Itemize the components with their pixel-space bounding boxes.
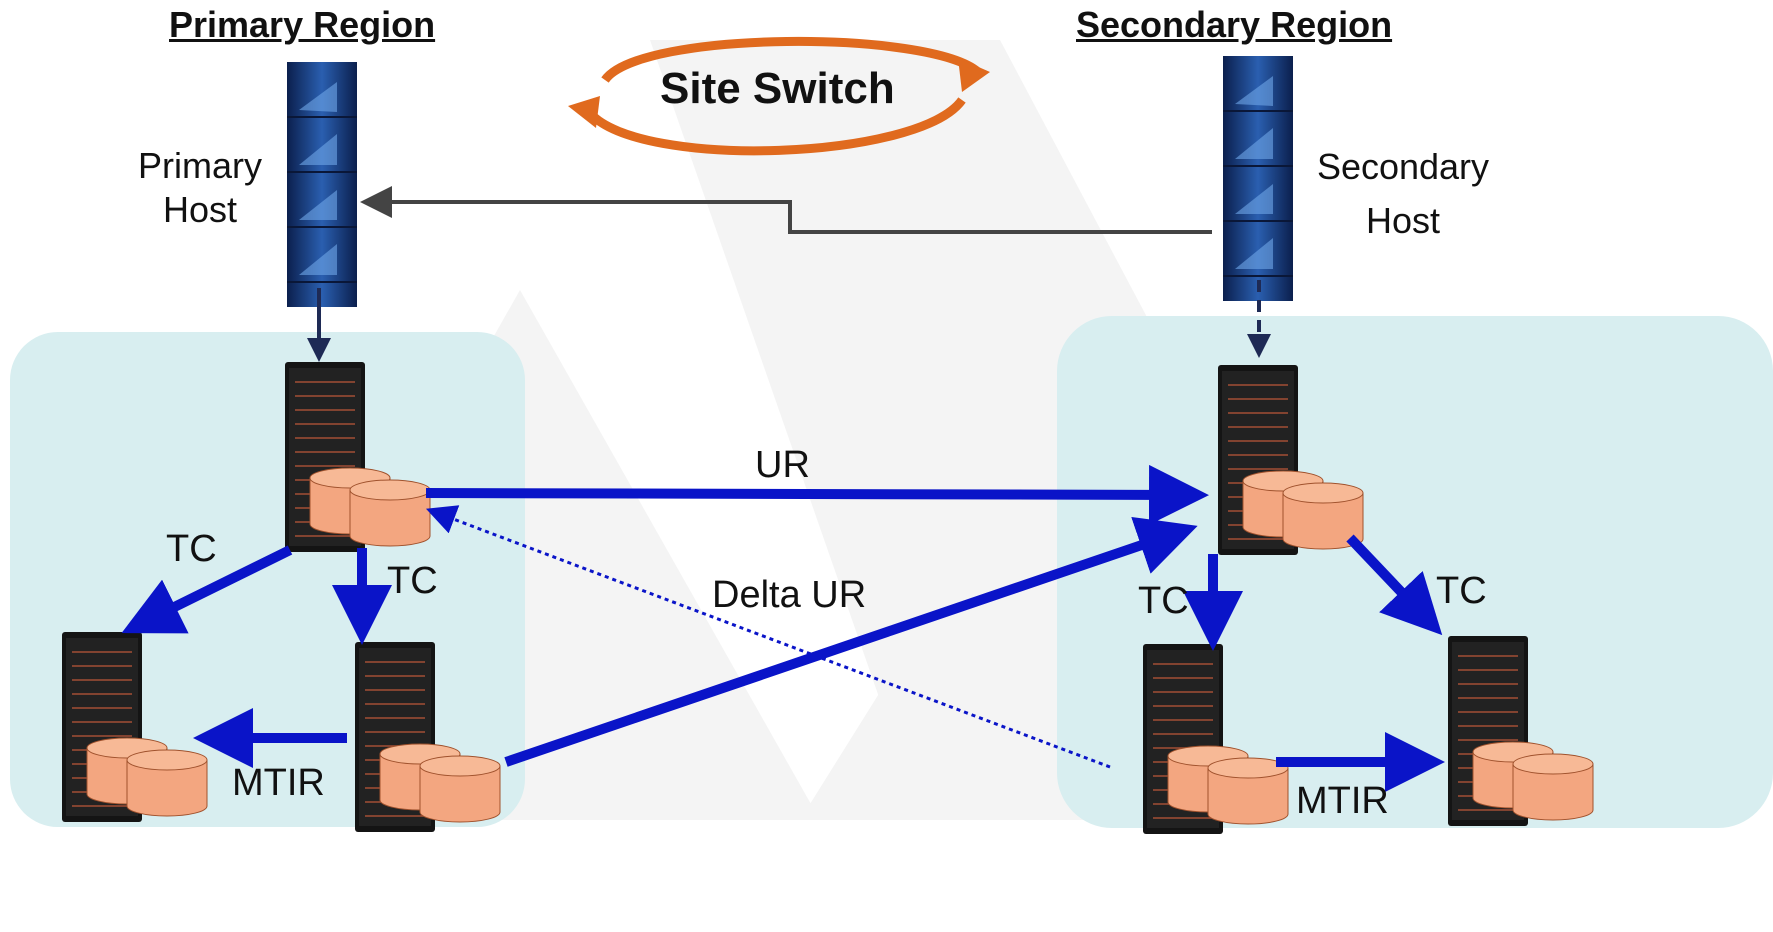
primary-tc-left-label: TC [166, 528, 217, 570]
secondary-host-label-line2: Host [1365, 200, 1441, 241]
primary-tc-right-label: TC [387, 560, 438, 602]
ur-label: UR [755, 444, 810, 486]
primary-host-mainframe [286, 61, 358, 308]
primary-region-title: Primary Region [169, 4, 436, 45]
secondary-mtir-label: MTIR [1296, 780, 1389, 822]
site-switch-label: Site Switch [660, 64, 895, 113]
primary-tc-left-arrow [121, 545, 293, 634]
secondary-host-label-line1: Secondary [1316, 146, 1490, 187]
site-switch-arrows [568, 36, 990, 156]
secondary-tc-right-label: TC [1436, 570, 1487, 612]
secondary-host-label: Secondary Host [1303, 140, 1503, 248]
primary-host-label-line2: Host [162, 189, 238, 230]
secondary-region-title: Secondary Region [1076, 4, 1393, 45]
secondary-tc-right-arrow [1346, 534, 1443, 636]
secondary-tc-left-label: TC [1138, 580, 1189, 622]
host-link-line [360, 186, 1212, 234]
delta-ur-label: Delta UR [712, 574, 867, 616]
ur-arrow [425, 464, 1209, 525]
primary-mtir-label: MTIR [232, 762, 325, 804]
primary-host-label-line1: Primary [138, 145, 262, 186]
secondary-host-mainframe [1222, 55, 1294, 302]
primary-host-label: Primary Host [120, 144, 280, 232]
primary-to-secondary-ur-arrow [504, 516, 1198, 767]
